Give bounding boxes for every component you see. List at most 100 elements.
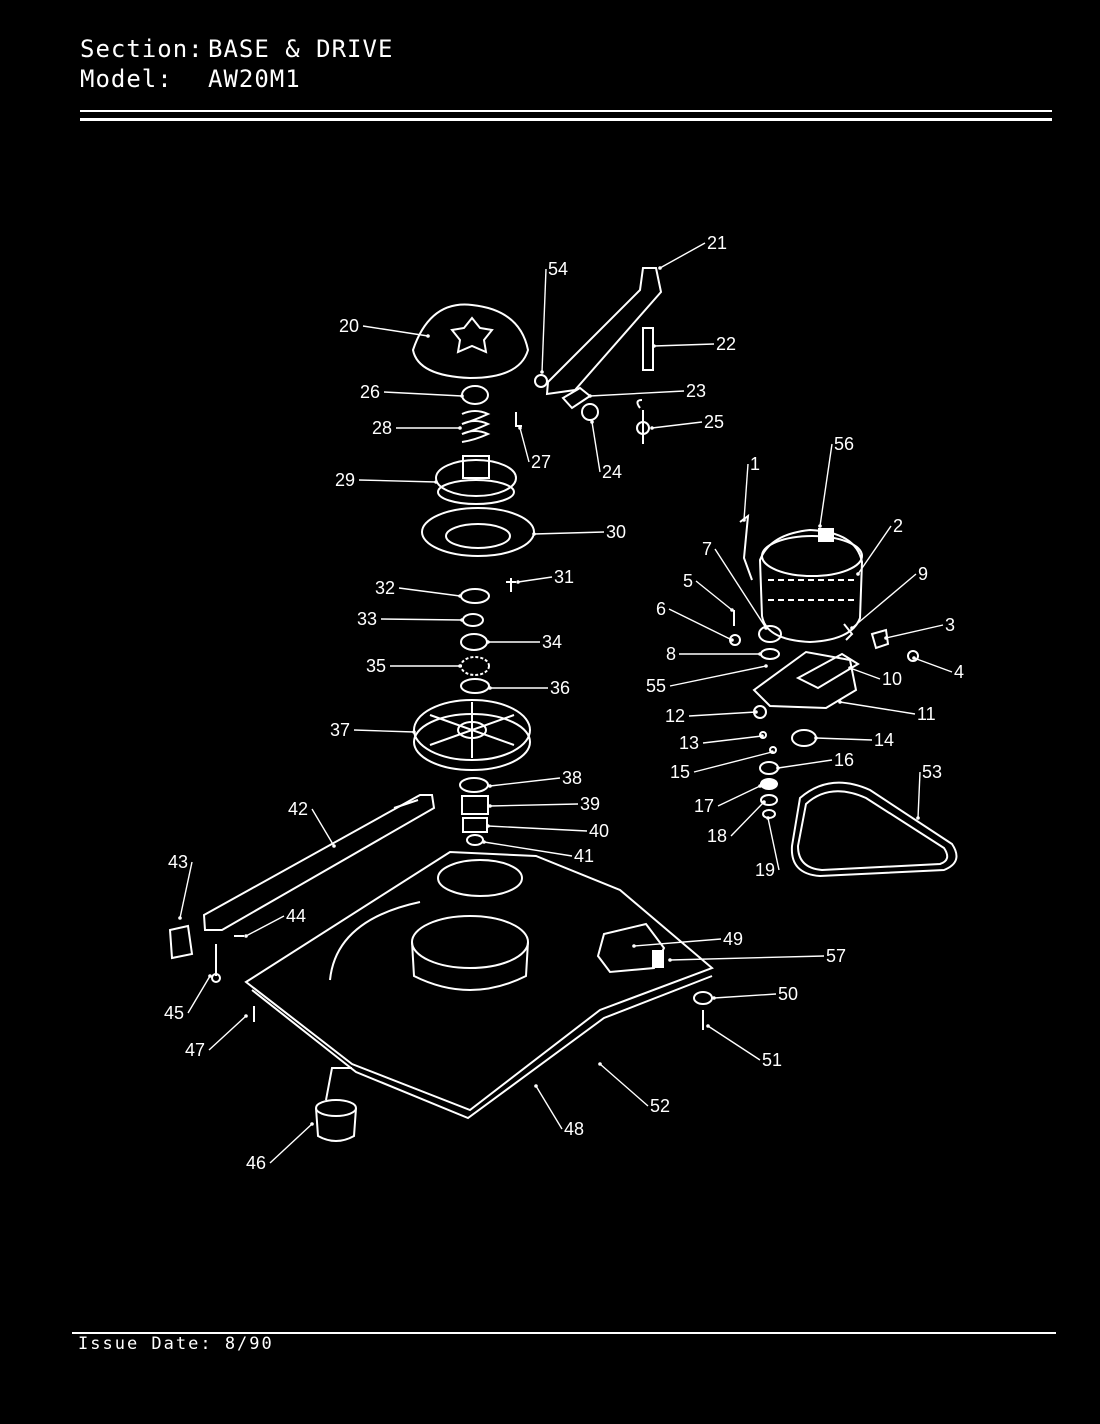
- leader-tip-9: [850, 626, 854, 630]
- part-57-clip: [652, 950, 664, 968]
- part-35-bearing: [460, 656, 490, 676]
- leader-50: [713, 993, 777, 999]
- leader-tip-43: [178, 916, 182, 920]
- callout-55: 55: [646, 676, 666, 696]
- part-48-base: [244, 850, 714, 1112]
- callout-40: 40: [589, 821, 609, 841]
- part-17-bearing: [760, 778, 778, 790]
- part-25-bolt: [636, 399, 644, 444]
- part-46-leg-top: [315, 1099, 357, 1117]
- part-39-bushing: [461, 795, 489, 815]
- callout-46: 46: [246, 1153, 266, 1173]
- leader-tip-39: [488, 804, 492, 808]
- header-rule-bottom: [80, 118, 1052, 121]
- callout-43: 43: [168, 852, 188, 872]
- leader-tip-25: [650, 426, 654, 430]
- part-45-head: [211, 973, 221, 983]
- leader-38: [489, 777, 561, 787]
- part-3-clamp: [870, 628, 890, 650]
- part-30-gasket-outer: [421, 507, 535, 557]
- part-52-ring-top: [411, 915, 529, 969]
- part-27-pin: [515, 412, 522, 427]
- leader-tip-34: [486, 640, 490, 644]
- leader-45: [187, 975, 211, 1014]
- part-40-collar: [462, 817, 488, 833]
- leader-10: [849, 667, 881, 680]
- part-46-leg-side: [315, 1107, 357, 1142]
- leader-29: [358, 479, 437, 483]
- leader-tip-55: [764, 664, 768, 668]
- callout-28: 28: [372, 418, 392, 438]
- leader-tip-7: [764, 626, 768, 630]
- callout-26: 26: [360, 382, 380, 402]
- leader-tip-18: [762, 800, 766, 804]
- leader-tip-40: [486, 824, 490, 828]
- callout-12: 12: [665, 706, 685, 726]
- leader-53: [917, 771, 921, 819]
- leader-30: [533, 531, 605, 535]
- leader-tip-3: [884, 636, 888, 640]
- leader-41: [483, 841, 573, 857]
- leader-44: [245, 915, 285, 937]
- part-48-base-lip: [251, 975, 713, 1120]
- part-18-washer: [760, 794, 778, 806]
- callout-36: 36: [550, 678, 570, 698]
- leader-21: [659, 242, 706, 269]
- leader-17: [717, 785, 761, 807]
- leader-51: [707, 1025, 761, 1061]
- leader-tip-21: [658, 266, 662, 270]
- leader-52: [599, 1063, 649, 1107]
- callout-1: 1: [750, 454, 760, 474]
- part-11-bracket: [752, 650, 858, 710]
- callout-35: 35: [366, 656, 386, 676]
- header-rule-top: [80, 110, 1052, 112]
- leader-14: [815, 737, 873, 741]
- callout-39: 39: [580, 794, 600, 814]
- leader-tip-54: [540, 370, 544, 374]
- callout-31: 31: [554, 567, 574, 587]
- callout-8: 8: [666, 644, 676, 664]
- callout-57: 57: [826, 946, 846, 966]
- part-2-motor-top: [761, 535, 863, 577]
- callout-18: 18: [707, 826, 727, 846]
- callout-38: 38: [562, 768, 582, 788]
- leader-tip-47: [244, 1014, 248, 1018]
- callout-19: 19: [755, 860, 775, 880]
- part-8-ring: [760, 648, 780, 660]
- callout-47: 47: [185, 1040, 205, 1060]
- section-value: BASE & DRIVE: [208, 35, 394, 63]
- part-20-cone: [411, 303, 530, 380]
- callout-54: 54: [548, 259, 568, 279]
- leader-tip-23: [588, 394, 592, 398]
- callout-17: 17: [694, 796, 714, 816]
- part-2-motor-body: [758, 528, 864, 644]
- leader-tip-56: [818, 524, 822, 528]
- leader-tip-29: [434, 480, 438, 484]
- part-10-plate: [795, 652, 860, 690]
- part-31-screw: [506, 578, 516, 592]
- callout-50: 50: [778, 984, 798, 1004]
- leader-18: [730, 801, 765, 837]
- leader-tip-8: [758, 652, 762, 656]
- part-6-washer: [729, 634, 741, 646]
- leader-16: [777, 759, 833, 769]
- leader-tip-32: [458, 594, 462, 598]
- leader-tip-46: [310, 1122, 314, 1126]
- leader-25: [651, 421, 703, 429]
- leader-tip-1: [742, 518, 746, 522]
- callout-53: 53: [922, 762, 942, 782]
- leader-tip-2: [856, 572, 860, 576]
- callout-45: 45: [164, 1003, 184, 1023]
- part-56-connector: [818, 528, 834, 542]
- leader-55: [669, 665, 767, 687]
- callout-20: 20: [339, 316, 359, 336]
- leader-4: [913, 657, 953, 673]
- callout-23: 23: [686, 381, 706, 401]
- callout-9: 9: [918, 564, 928, 584]
- leader-49: [633, 938, 722, 947]
- part-37-pulley-top: [413, 699, 531, 761]
- callout-25: 25: [704, 412, 724, 432]
- leader-lines: [178, 242, 953, 1164]
